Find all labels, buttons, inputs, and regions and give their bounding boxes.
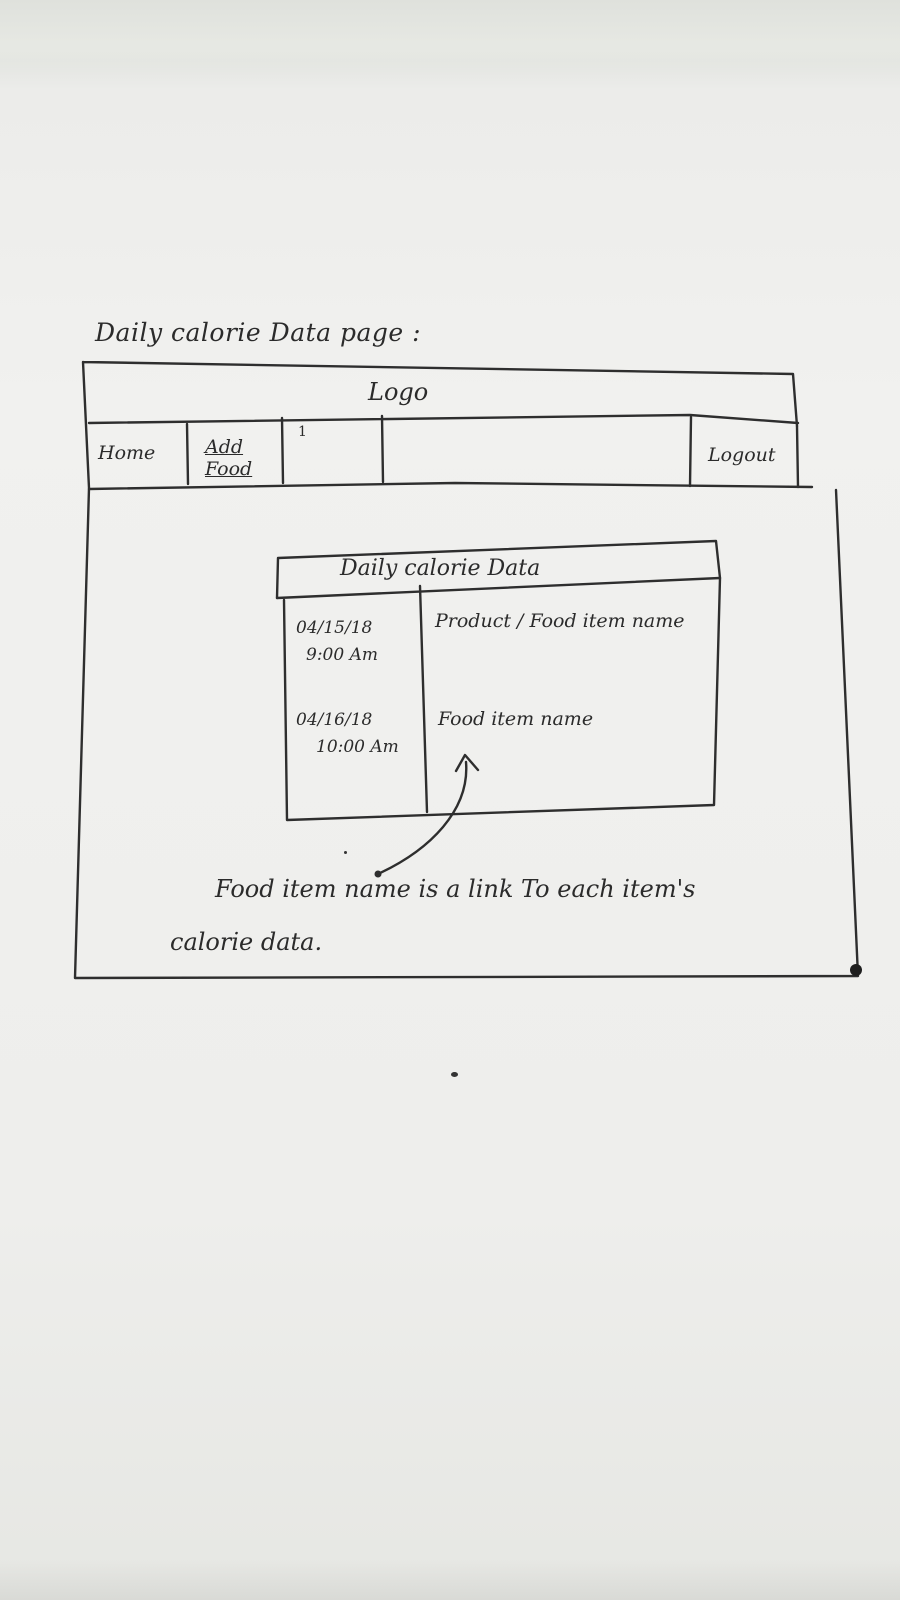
ink-speck xyxy=(451,1072,458,1077)
ink-speck xyxy=(344,851,347,854)
nav-add-food-line2: Food xyxy=(205,458,253,480)
table-outline xyxy=(275,539,722,822)
paper-bottom-shadow xyxy=(0,1560,900,1600)
frame-outline xyxy=(73,360,860,980)
table-title: Daily calorie Data xyxy=(340,556,541,581)
logo: Logo xyxy=(368,378,429,406)
page-title: Daily calorie Data page : xyxy=(95,318,422,347)
row-1-datetime: 04/15/18 9:00 Am xyxy=(296,615,378,669)
nav-sep-1 xyxy=(185,422,190,486)
nav-add-food-link[interactable]: Add Food xyxy=(205,436,252,480)
row-2-date: 04/16/18 xyxy=(296,710,373,730)
row-1-date: 04/15/18 xyxy=(296,618,373,638)
nav-right-edge xyxy=(795,424,800,489)
row-1-time: 9:00 Am xyxy=(306,645,378,665)
header-divider xyxy=(87,413,800,425)
nav-bottom-line xyxy=(87,481,814,491)
row-2-time: 10:00 Am xyxy=(316,737,399,757)
annotation-line-1: Food item name is a link To each item's xyxy=(215,875,696,903)
nav-sep-3 xyxy=(380,414,385,484)
annotation-arrow xyxy=(376,760,468,876)
annotation-line-2: calorie data. xyxy=(170,928,323,956)
nav-sep-2 xyxy=(280,416,285,485)
nav-logout-link[interactable]: Logout xyxy=(708,444,776,466)
table-column-divider xyxy=(418,584,429,814)
nav-sep-4 xyxy=(688,415,693,488)
nav-home-link[interactable]: Home xyxy=(98,442,156,464)
nav-blank-mark: 1 xyxy=(298,424,307,440)
paper-top-shadow xyxy=(0,0,900,78)
row-2-datetime: 04/16/18 10:00 Am xyxy=(296,707,399,761)
row-1-food-item-link[interactable]: Product / Food item name xyxy=(435,610,685,632)
row-2-food-item-link[interactable]: Food item name xyxy=(438,708,594,730)
nav-add-food-line1: Add xyxy=(205,436,244,458)
table-title-divider xyxy=(275,576,722,600)
annotation-arrowhead xyxy=(454,753,480,773)
